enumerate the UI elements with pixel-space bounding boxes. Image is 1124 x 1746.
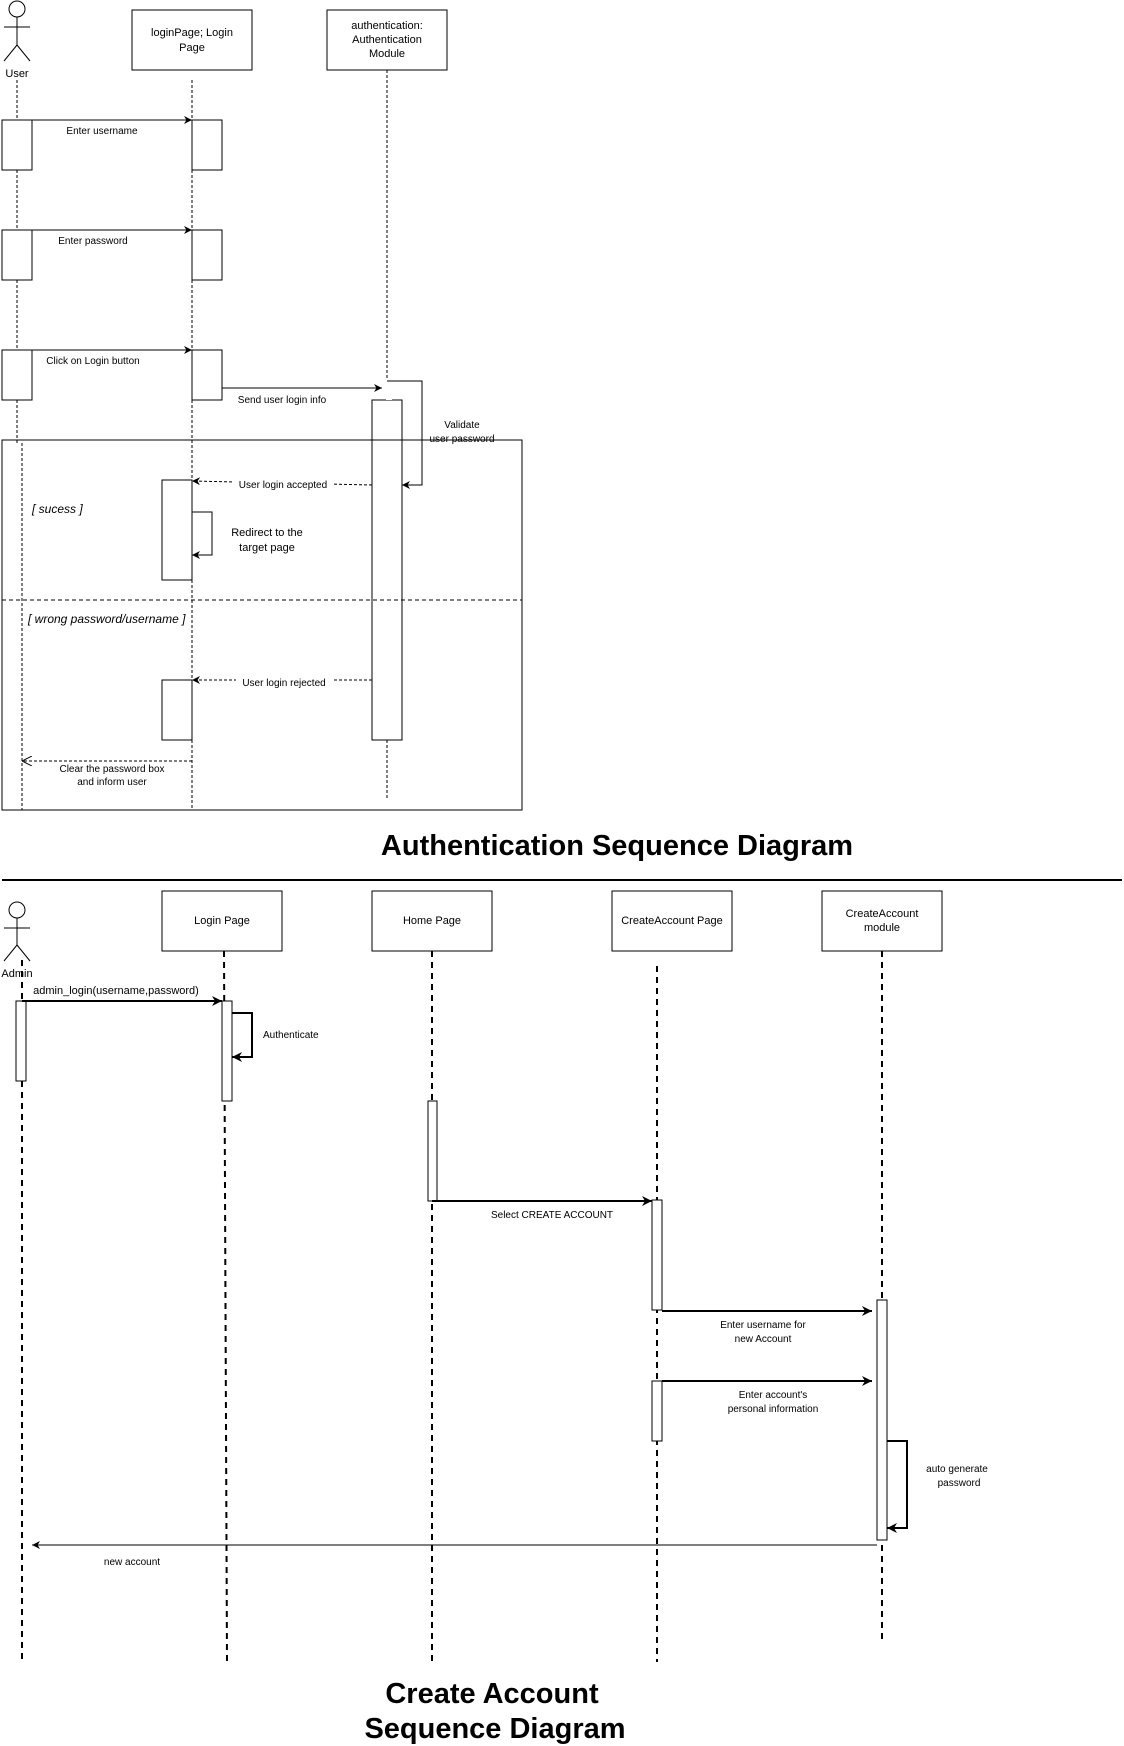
enter-personal-info-label-line2: personal information xyxy=(728,1404,819,1415)
authenticate-self-call-arrow xyxy=(232,1012,253,1062)
select-create-account-label: Select CREATE ACCOUNT xyxy=(491,1210,613,1221)
create-account-module-label-line2: module xyxy=(864,922,900,934)
create-account-module-label-line1: CreateAccount xyxy=(846,908,919,920)
login-page-lifeline-head xyxy=(131,9,253,71)
auth-module-label-line2: Authentication xyxy=(352,34,422,46)
label-bg xyxy=(232,477,332,491)
create-account-page-activation xyxy=(651,1380,663,1442)
login-page-activation-success xyxy=(161,479,193,581)
redirect-label-line1: Redirect to the xyxy=(231,527,303,539)
enter-username-label: Enter username xyxy=(66,126,138,137)
activation-gap xyxy=(386,380,392,400)
auth-module-activation xyxy=(371,399,403,741)
failure-guard: [ wrong password/username ] xyxy=(27,612,186,626)
auth-module-label-line1: authentication: xyxy=(351,20,423,32)
auth-module-lifeline-head xyxy=(326,9,448,71)
redirect-label-line2: target page xyxy=(239,542,295,554)
login-page-lifeline xyxy=(223,950,228,1663)
create-account-title-line1: Create Account xyxy=(385,1678,599,1710)
click-login-label: Click on Login button xyxy=(46,356,139,367)
user-activation xyxy=(1,349,33,401)
admin-activation xyxy=(15,1000,27,1082)
login-page-label: Login Page xyxy=(194,915,250,927)
admin-login-label: admin_login(username,password) xyxy=(33,985,199,997)
auto-generate-label-line1: auto generate xyxy=(926,1464,988,1475)
create-account-module-lifeline-head xyxy=(821,890,943,952)
login-page-label-line2: Page xyxy=(179,42,205,54)
enter-username-label-line2: new Account xyxy=(735,1334,792,1345)
auth-diagram: User loginPage; Login Page authenticatio… xyxy=(1,0,523,811)
create-account-diagram: Admin Login Page Home Page CreateAccount… xyxy=(1,890,988,1663)
admin-actor-icon xyxy=(3,901,31,962)
new-account-label: new account xyxy=(104,1557,160,1568)
authenticate-label: Authenticate xyxy=(263,1030,319,1041)
auth-module-label-line3: Module xyxy=(369,48,405,60)
alt-frame xyxy=(1,439,523,811)
login-page-lifeline-head xyxy=(161,890,283,952)
login-page-activation xyxy=(191,349,223,401)
auth-diagram-title: Authentication Sequence Diagram xyxy=(381,830,853,862)
login-page-activation xyxy=(191,229,223,281)
label-bg xyxy=(236,675,332,689)
user-activation xyxy=(1,119,33,171)
login-accepted-label: User login accepted xyxy=(239,480,327,491)
home-page-activation xyxy=(427,1100,438,1202)
create-account-module-activation xyxy=(876,1299,888,1541)
redirect-self-call-arrow xyxy=(192,511,213,559)
clear-password-label-line2: and inform user xyxy=(77,777,147,788)
user-actor-label: User xyxy=(5,68,29,80)
login-page-activation-failure xyxy=(161,679,193,741)
login-page-label-line1: loginPage; Login xyxy=(151,27,233,39)
clear-password-label-line1: Clear the password box xyxy=(59,764,164,775)
create-account-title-line2: Sequence Diagram xyxy=(364,1713,625,1745)
admin-actor-label: Admin xyxy=(1,968,32,980)
auto-generate-label-line2: password xyxy=(938,1478,981,1489)
home-page-lifeline-head xyxy=(371,890,493,952)
validate-self-call-arrow xyxy=(387,380,423,489)
create-account-page-label: CreateAccount Page xyxy=(621,915,723,927)
user-actor-icon xyxy=(3,0,31,62)
home-page-label: Home Page xyxy=(403,915,461,927)
login-rejected-label: User login rejected xyxy=(242,678,325,689)
create-account-page-lifeline-head xyxy=(611,890,733,952)
user-activation xyxy=(1,229,33,281)
validate-label-line1: Validate xyxy=(444,420,480,431)
login-page-activation xyxy=(191,119,223,171)
auto-generate-self-call-arrow xyxy=(887,1440,908,1533)
success-guard: [ sucess ] xyxy=(31,502,83,516)
create-account-page-activation xyxy=(651,1199,663,1311)
login-page-activation xyxy=(221,1000,233,1102)
enter-personal-info-label-line1: Enter account's xyxy=(739,1390,808,1401)
send-login-info-label: Send user login info xyxy=(238,395,327,406)
enter-username-label-line1: Enter username for xyxy=(720,1320,806,1331)
enter-password-label: Enter password xyxy=(58,236,127,247)
